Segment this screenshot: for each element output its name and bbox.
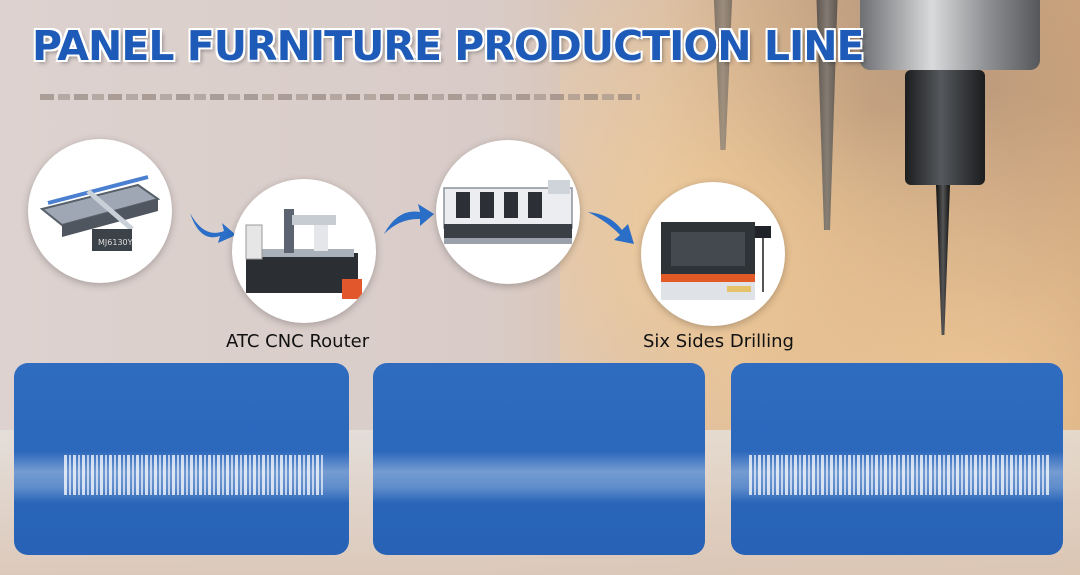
card-text-artifact (749, 455, 1049, 495)
spindle-head-icon (860, 0, 1040, 70)
info-card (373, 363, 705, 555)
arrow-right-icon (190, 213, 236, 243)
title-divider (40, 94, 640, 100)
arrow-right-icon (588, 212, 634, 244)
svg-text:MJ6130Y: MJ6130Y (98, 238, 133, 247)
step-label: Six Sides Drilling (643, 331, 794, 352)
step-label: ATC CNC Router (226, 331, 370, 352)
panel-saw-icon: MJ6130Y (28, 139, 172, 283)
card-text-artifact (64, 455, 324, 495)
drilling-machine-icon (641, 182, 785, 326)
arrow-right-icon (384, 204, 434, 234)
spindle-body-icon (905, 70, 985, 185)
info-card (731, 363, 1063, 555)
edge-bander-icon (436, 140, 580, 284)
info-card (14, 363, 349, 555)
cnc-router-icon (232, 179, 376, 323)
card-band (373, 451, 705, 503)
page-title: PANEL FURNITURE PRODUCTION LINE (32, 22, 865, 70)
